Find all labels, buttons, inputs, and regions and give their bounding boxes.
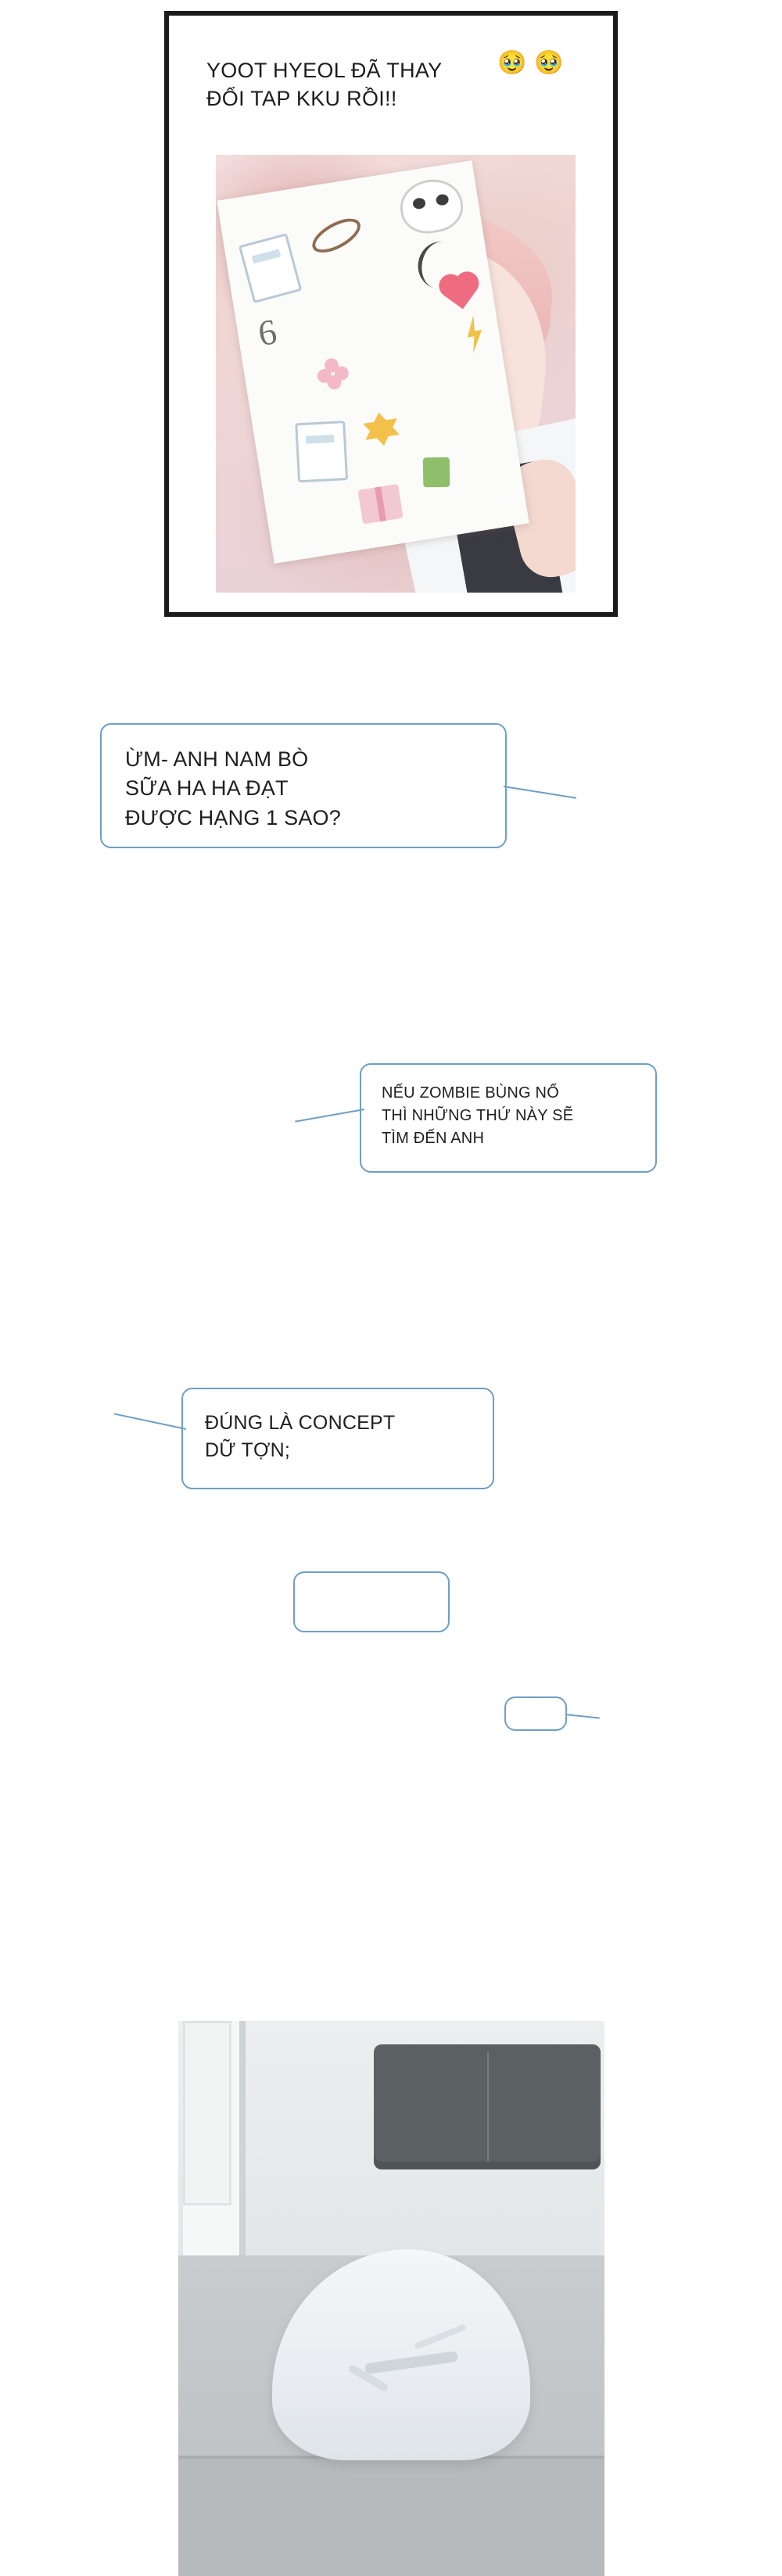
ribbon-sticker — [307, 211, 366, 260]
speech-bubble-4-empty — [293, 1571, 450, 1632]
green-block-sticker — [422, 457, 450, 488]
bed-headboard — [374, 2044, 601, 2169]
speech-bubble-3: ĐÚNG LÀ CONCEPT DỮ TỢN; — [113, 1388, 494, 1489]
speech-bubble-5-tail — [565, 1714, 600, 1719]
bed-front — [178, 2459, 604, 2576]
comic-panel-bottom — [178, 2021, 604, 2576]
pleading-face-emoji-1: 🥹 — [497, 50, 527, 76]
window-frame — [183, 2021, 246, 2255]
wall-corner-line — [241, 2021, 242, 2255]
speech-bubble-2-tail — [295, 1109, 365, 1123]
star-sticker — [361, 410, 400, 440]
speech-bubble-2-text: NẾU ZOMBIE BÙNG NỔ THÌ NHỮNG THỨ NÀY SẼ … — [382, 1084, 574, 1147]
pleading-face-emoji-2: 🥹 — [534, 50, 564, 76]
flower-sticker — [315, 356, 351, 392]
cow-face-sticker — [396, 175, 467, 238]
speech-bubble-5-empty — [504, 1696, 600, 1731]
milk-bottle-sticker — [295, 421, 349, 483]
speech-bubble-3-text: ĐÚNG LÀ CONCEPT DỮ TỢN; — [205, 1412, 396, 1461]
speech-bubble-1-tail — [503, 786, 576, 799]
speech-bubble-1: ỪM- ANH NAM BÒ SỮA HA HA ĐẠT ĐƯỢC HẠNG 1… — [100, 723, 576, 848]
speech-bubble-3-tail — [113, 1413, 187, 1430]
caption-text: YOOT HYEOL ĐÃ THAY ĐỔI TAP KKU RỒI!! — [206, 59, 443, 111]
number-six-sticker: 6 — [255, 311, 280, 354]
caption-block: YOOT HYEOL ĐÃ THAY ĐỔI TAP KKU RỒI!! — [206, 56, 582, 113]
comic-panel-top: YOOT HYEOL ĐÃ THAY ĐỔI TAP KKU RỒI!! 🥹 🥹 — [164, 11, 618, 617]
lightning-bolt-sticker — [461, 313, 487, 353]
window-pane — [183, 2021, 231, 2205]
milk-carton-sticker — [238, 233, 303, 304]
headboard-seam — [487, 2052, 489, 2162]
speech-bubble-1-text: ỪM- ANH NAM BÒ SỮA HA HA ĐẠT ĐƯỢC HẠNG 1… — [125, 747, 341, 829]
sticker-photo-illustration: 6 — [216, 155, 576, 593]
speech-bubble-2: NẾU ZOMBIE BÙNG NỔ THÌ NHỮNG THỨ NÀY SẼ … — [295, 1063, 657, 1173]
emoji-row: 🥹 🥹 — [497, 52, 564, 75]
gift-box-sticker — [357, 483, 404, 525]
